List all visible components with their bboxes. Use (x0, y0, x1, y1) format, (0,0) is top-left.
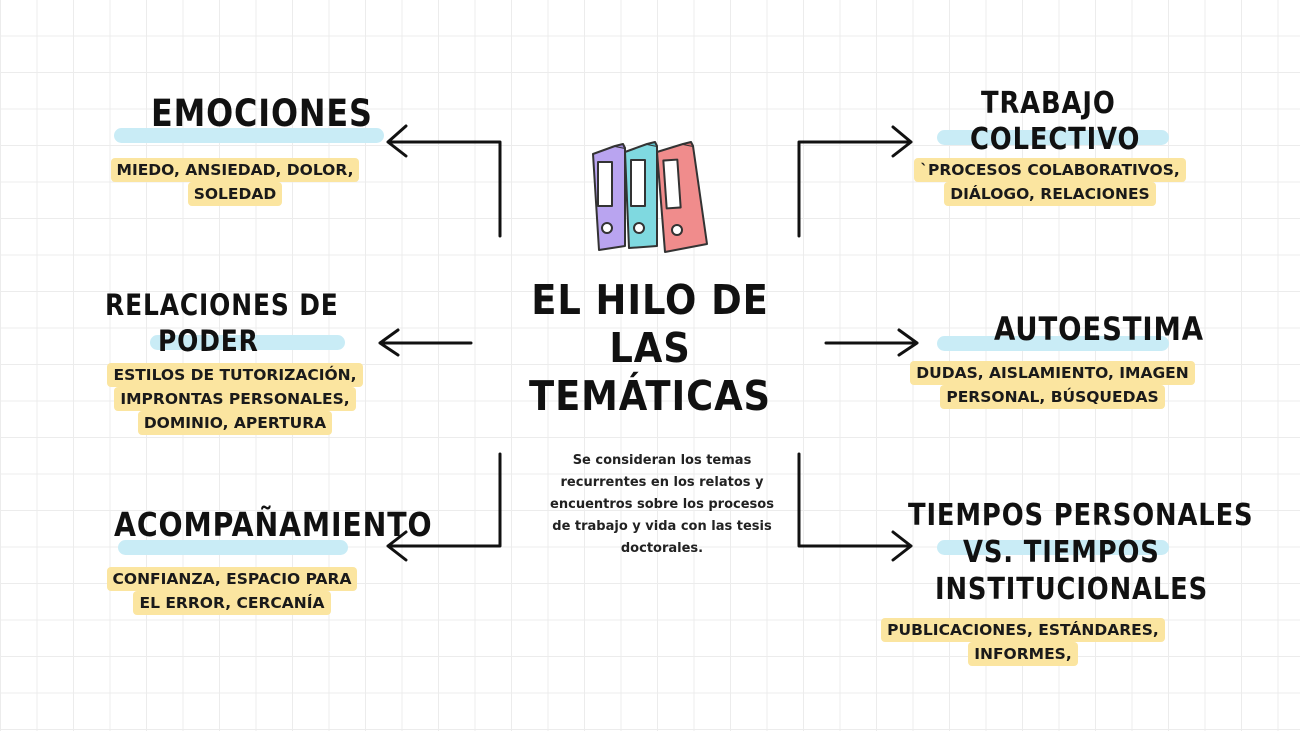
tags-autoestima: DUDAS, AISLAMIENTO, IMAGEN PERSONAL, BÚS… (905, 361, 1200, 409)
tags-acompanamiento: CONFIANZA, ESPACIO PARA EL ERROR, CERCAN… (97, 567, 367, 615)
tag-line: INFORMES, (968, 642, 1078, 666)
topic-title-trabajo-2: COLECTIVO (970, 122, 1141, 157)
topic-title-tiempos: TIEMPOS PERSONALES (908, 498, 1254, 533)
central-title-line-2: TEMÁTICAS (528, 372, 772, 420)
arrow-tiempos (797, 452, 913, 562)
tag-line: CONFIANZA, ESPACIO PARA (106, 567, 358, 591)
tag-line: `PROCESOS COLABORATIVOS, (914, 158, 1186, 182)
tag-line: PUBLICACIONES, ESTÁNDARES, (881, 618, 1165, 642)
tag-line: SOLEDAD (187, 182, 283, 206)
central-title-line-1: EL HILO DE LAS (531, 276, 769, 372)
tag-line: DIÁLOGO, RELACIONES (944, 182, 1156, 206)
tag-line: EL ERROR, CERCANÍA (133, 591, 331, 615)
tags-tiempos: PUBLICACIONES, ESTÁNDARES, INFORMES, (873, 618, 1173, 666)
highlight-stroke (118, 540, 348, 555)
highlight-stroke (937, 130, 1169, 145)
tag-line: MIEDO, ANSIEDAD, DOLOR, (110, 158, 360, 182)
tag-line: DUDAS, AISLAMIENTO, IMAGEN (910, 361, 1195, 385)
highlight-stroke (937, 336, 1169, 351)
arrow-emociones (386, 124, 502, 238)
tags-emociones: MIEDO, ANSIEDAD, DOLOR, SOLEDAD (105, 158, 365, 206)
topic-title-acompanamiento: ACOMPAÑAMIENTO (114, 505, 433, 544)
highlight-stroke (150, 335, 345, 350)
arrow-trabajo (797, 125, 913, 238)
central-title: EL HILO DE LAS TEMÁTICAS (497, 276, 803, 420)
central-description: Se consideran los temas recurrentes en l… (550, 453, 774, 556)
arrow-relaciones (378, 328, 473, 357)
tag-line: PERSONAL, BÚSQUEDAS (940, 385, 1165, 409)
tag-line: DOMINIO, APERTURA (137, 411, 333, 435)
topic-title-autoestima: AUTOESTIMA (994, 310, 1204, 348)
tag-line: ESTILOS DE TUTORIZACIÓN, (107, 363, 363, 387)
highlight-stroke (114, 128, 384, 143)
tag-line: IMPRONTAS PERSONALES, (114, 387, 356, 411)
tags-relaciones: ESTILOS DE TUTORIZACIÓN, IMPRONTAS PERSO… (100, 363, 370, 435)
tags-trabajo: `PROCESOS COLABORATIVOS, DIÁLOGO, RELACI… (909, 158, 1191, 206)
topic-title-tiempos-3: INSTITUCIONALES (935, 572, 1209, 607)
topic-title-relaciones: RELACIONES DE (105, 288, 339, 322)
topic-title-trabajo: TRABAJO (981, 86, 1116, 121)
highlight-stroke (937, 540, 1169, 555)
binders-icon (592, 141, 708, 253)
topic-title-emociones: EMOCIONES (151, 92, 373, 135)
arrow-acompanamiento (386, 452, 502, 562)
arrow-autoestima (824, 328, 919, 357)
topic-title-tiempos-2: VS. TIEMPOS (963, 535, 1160, 570)
topic-title-relaciones-2: PODER (158, 324, 259, 358)
